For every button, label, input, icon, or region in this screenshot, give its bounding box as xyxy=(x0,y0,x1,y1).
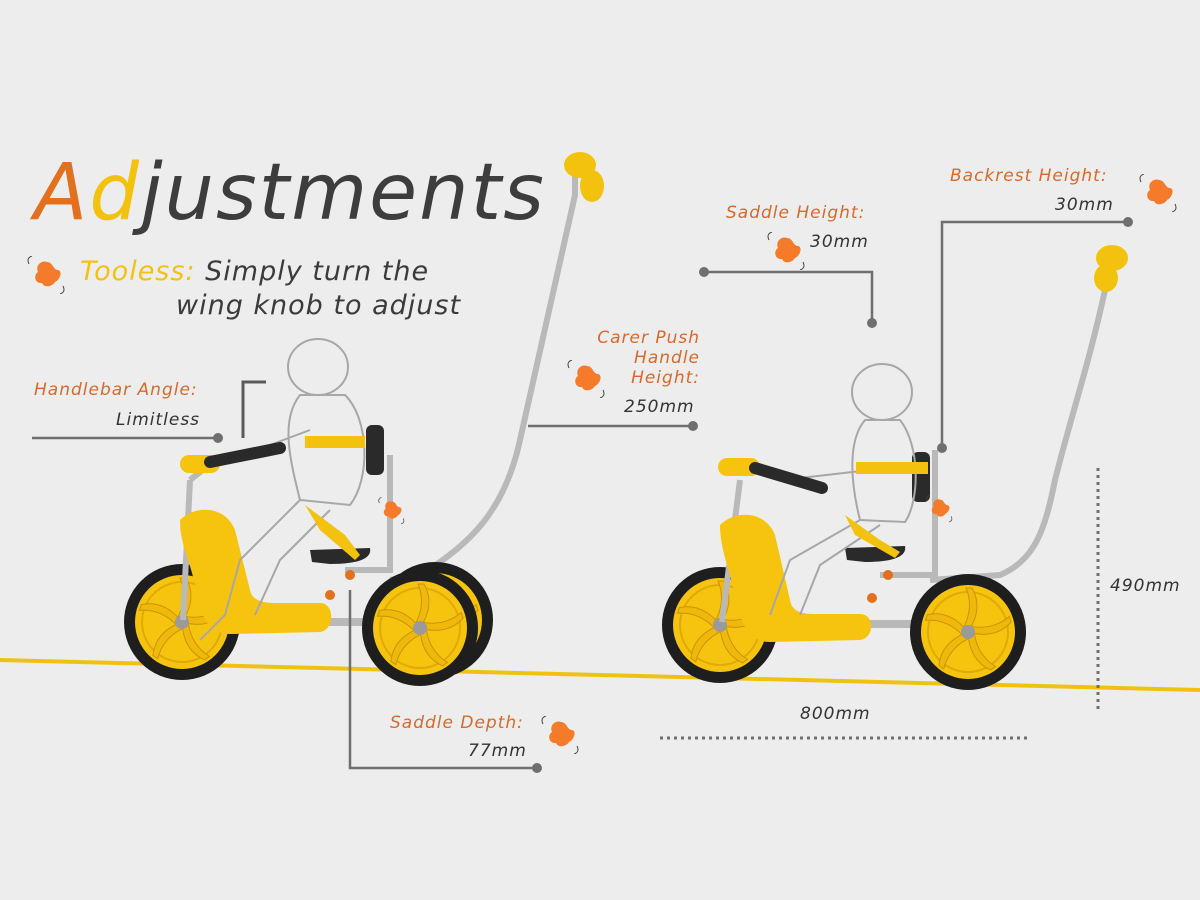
carer-push-label-2: Handle xyxy=(634,348,700,368)
saddle-height-label: Saddle Height: xyxy=(726,203,866,223)
carer-push-label-3: Height: xyxy=(631,368,700,388)
backrest-height-value: 30mm xyxy=(1055,195,1114,215)
subtitle-line2: wing knob to adjust xyxy=(176,290,462,321)
saddle-depth-label: Saddle Depth: xyxy=(390,713,524,733)
saddle-height-value: 30mm xyxy=(810,232,869,252)
wing-knob-icon xyxy=(767,232,805,270)
height-dimension-value: 490mm xyxy=(1110,576,1181,596)
title-rest: justments xyxy=(140,148,546,238)
subtitle-line1: Tooless: Simply turn the xyxy=(80,256,429,287)
subtitle-text-1: Simply turn the xyxy=(205,256,430,287)
carer-push-label-1: Carer Push xyxy=(597,328,700,348)
length-dimension-value: 800mm xyxy=(800,704,871,724)
handlebar-angle-label: Handlebar Angle: xyxy=(34,380,198,400)
page-title: Adjustments xyxy=(34,148,546,238)
saddle-depth-value: 77mm xyxy=(468,741,527,761)
backrest-height-label: Backrest Height: xyxy=(950,166,1108,186)
title-letter-a: A xyxy=(34,148,90,238)
tricycle-left xyxy=(123,152,604,687)
allen-key-icon xyxy=(241,380,266,438)
subtitle-highlight: Tooless: xyxy=(80,256,196,287)
wing-knob-icon xyxy=(541,716,579,754)
wing-knob-icon xyxy=(1139,174,1177,212)
wing-knob-icon xyxy=(27,256,65,294)
title-letter-d: d xyxy=(89,148,141,238)
tricycle-right xyxy=(661,245,1128,691)
carer-push-value: 250mm xyxy=(624,397,695,417)
handlebar-angle-value: Limitless xyxy=(116,410,201,430)
